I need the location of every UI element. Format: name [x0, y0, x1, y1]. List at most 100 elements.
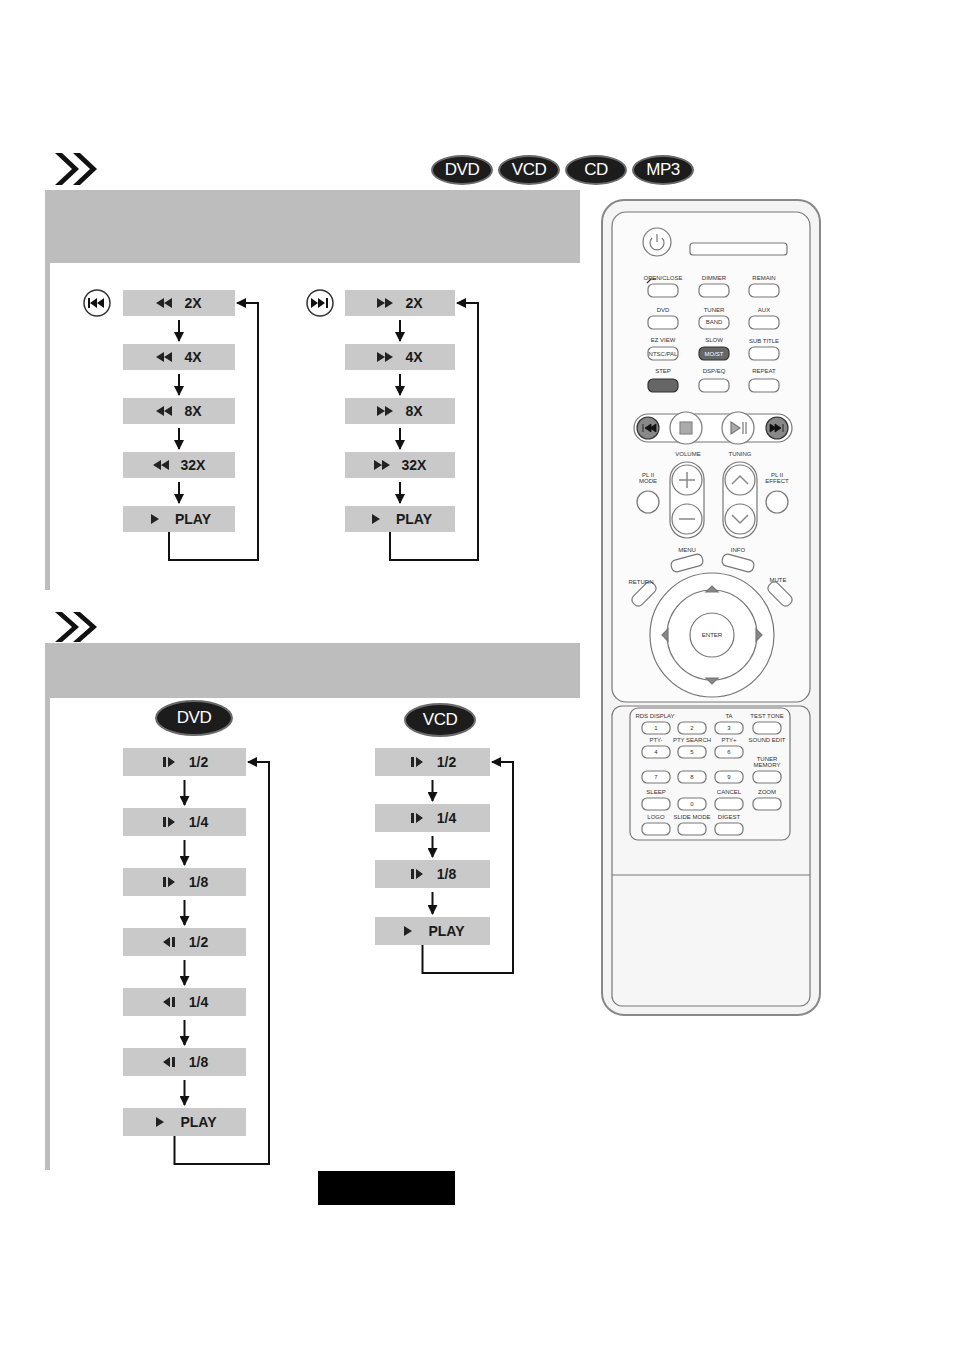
mode-icon-shape [404, 926, 412, 936]
mode-icon [377, 352, 393, 362]
mode-icon [161, 757, 177, 767]
mode-icon-shape [372, 514, 380, 524]
step-text: 32X [402, 457, 427, 473]
flow-arrow [184, 840, 186, 865]
speed-step-box: PLAY [375, 917, 490, 945]
step-text: PLAY [180, 1114, 216, 1130]
step-text: 1/4 [189, 994, 208, 1010]
speed-step-box: 2X [123, 290, 235, 316]
remote-button-label: NTSC/PAL [649, 351, 678, 357]
remote-button-label: PTY- [649, 737, 662, 743]
mode-icon-shape [151, 514, 159, 524]
remote-button-label: VOLUME [675, 451, 700, 457]
mode-icon-shape [377, 298, 393, 308]
speed-step-box: 1/4 [123, 988, 246, 1016]
mode-icon [156, 352, 172, 362]
step-text: 1/4 [189, 814, 208, 830]
speed-step-box: 1/2 [123, 748, 246, 776]
step-text: PLAY [428, 923, 464, 939]
flow-arrow [399, 482, 401, 503]
flow-arrow [399, 374, 401, 395]
mode-icon [400, 926, 416, 936]
remote-button-label: TUNING [729, 451, 752, 457]
mode-icon [409, 869, 425, 879]
badge-text: DVD [445, 160, 479, 180]
remote-button-label: 8 [690, 774, 693, 780]
step-text: 4X [405, 349, 422, 365]
disc-badge: VCD [498, 155, 560, 185]
remote-button-label: AUX [758, 307, 770, 313]
header-bar [45, 190, 580, 263]
remote-button-label: 1 [654, 725, 657, 731]
remote-button-label: PL II MODE [633, 472, 663, 485]
remote-button-label: EZ VIEW [651, 337, 676, 343]
mode-icon-shape [163, 997, 175, 1007]
mode-icon [161, 817, 177, 827]
mode-icon [377, 298, 393, 308]
remote-button-label: DIGEST [718, 814, 740, 820]
remote-button-label: 4 [654, 749, 657, 755]
remote-button-label: TUNER [704, 307, 725, 313]
mode-icon-shape [156, 352, 172, 362]
step-text: 1/4 [437, 810, 456, 826]
mode-icon-shape [377, 406, 393, 416]
remote-button-label: CANCEL [717, 789, 741, 795]
mode-icon [377, 406, 393, 416]
mode-icon-shape [163, 937, 175, 947]
remote-button-label: SLOW [705, 337, 723, 343]
mode-icon [374, 460, 390, 470]
mode-icon-shape [163, 817, 175, 827]
step-text: 1/8 [437, 866, 456, 882]
flow-arrow [178, 374, 180, 395]
skip-back-icon [84, 290, 110, 316]
speed-step-box: 1/4 [375, 804, 490, 832]
mode-icon-shape [156, 406, 172, 416]
mode-icon [156, 406, 172, 416]
speed-step-box: PLAY [123, 506, 235, 532]
step-text: PLAY [396, 511, 432, 527]
side-rule [45, 263, 50, 590]
disc-badge: MP3 [632, 155, 694, 185]
step-text: 2X [184, 295, 201, 311]
flow-arrow [184, 780, 186, 805]
disc-badge: VCD [404, 703, 476, 737]
mode-icon [161, 877, 177, 887]
speed-step-box: 4X [345, 344, 455, 370]
remote-button-label: TUNER MEMORY [752, 756, 782, 769]
remote-button-label: MO/ST [705, 351, 724, 357]
flow-arrow [432, 836, 434, 857]
remote-button-label: 7 [654, 774, 657, 780]
mode-icon-shape [163, 1057, 175, 1067]
remote-button-label: ENTER [702, 632, 722, 638]
mode-icon-shape [411, 869, 423, 879]
skip-forward-icon [307, 290, 333, 316]
speed-step-box: 8X [345, 398, 455, 424]
flow-arrow [184, 1020, 186, 1045]
step-text: 1/8 [189, 874, 208, 890]
step-text: 1/8 [189, 1054, 208, 1070]
remote-button-label: REMAIN [752, 275, 775, 281]
mode-icon [368, 514, 384, 524]
mode-icon [161, 997, 177, 1007]
disc-badge: DVD [431, 155, 493, 185]
remote-button-label: DIMMER [702, 275, 726, 281]
mode-icon [161, 1057, 177, 1067]
remote-button-label: PL II EFFECT [762, 472, 792, 485]
mode-icon-shape [411, 813, 423, 823]
remote-button-label: 9 [727, 774, 730, 780]
remote-button-label: PTY SEARCH [673, 737, 711, 743]
flow-arrow [184, 960, 186, 985]
remote-button-label: 3 [727, 725, 730, 731]
speed-step-box: PLAY [345, 506, 455, 532]
flow-arrow [178, 320, 180, 341]
mode-icon [156, 298, 172, 308]
remote-control [602, 200, 820, 1015]
speed-step-box: 1/8 [123, 1048, 246, 1076]
badge-text: VCD [512, 160, 546, 180]
badge-text: MP3 [646, 160, 679, 180]
remote-button-label: 6 [727, 749, 730, 755]
speed-step-box: PLAY [123, 1108, 246, 1136]
remote-button-label: TEST TONE [750, 713, 783, 719]
